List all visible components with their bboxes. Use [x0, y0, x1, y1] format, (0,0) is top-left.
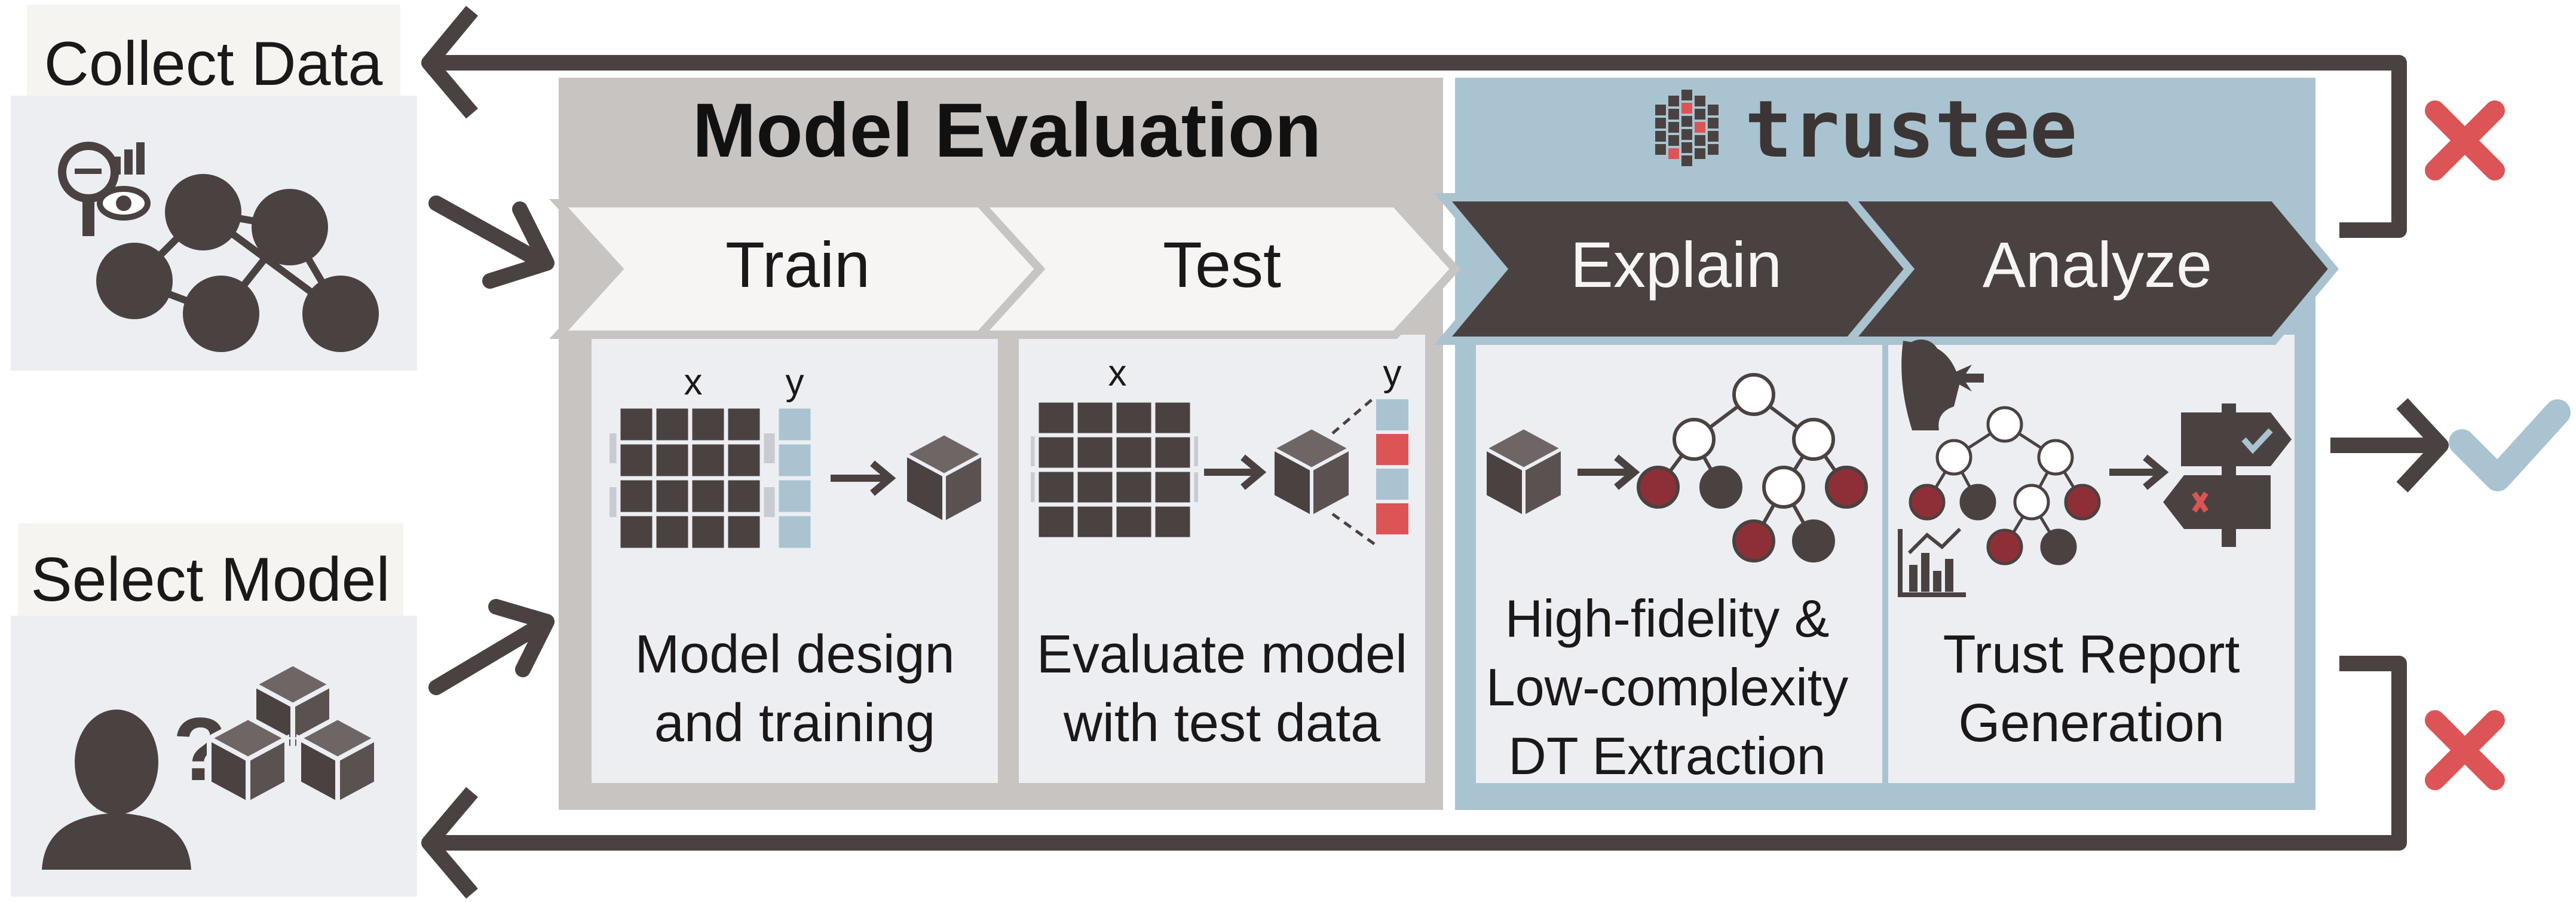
top-feedback-arrowhead: [421, 5, 479, 119]
analyze-desc-line2: Generation: [1958, 693, 2224, 753]
analyze-chevron-label: Analyze: [1983, 228, 2212, 301]
collect-to-train-arrowhead: [482, 201, 555, 289]
select-to-train-arrow: [428, 614, 555, 695]
select-model-label: Select Model: [30, 545, 390, 614]
analyze-illustration: Trust Report Generation: [1898, 340, 2292, 753]
collect-to-train-arrow: [428, 195, 552, 271]
model-cubes-icon: [204, 661, 382, 808]
test-illustration: x y: [1031, 353, 1412, 753]
entry-arrows: [428, 195, 555, 695]
model-evaluation-title: Model Evaluation: [693, 88, 1322, 173]
train-desc-line1: Model design: [635, 625, 954, 684]
reject-x-icon-top: [2425, 100, 2505, 181]
test-feature-matrix-icon: [1031, 398, 1198, 542]
network-graph-icon: [96, 174, 379, 352]
decision-tree-icon: [1637, 373, 1868, 562]
explain-model-cube-icon: [1481, 425, 1567, 521]
select-to-train-arrowhead: [488, 599, 555, 677]
data-analytics-icon: [58, 142, 151, 236]
test-desc-line1: Evaluate model: [1037, 625, 1407, 684]
test-model-cube-icon: [1269, 425, 1355, 521]
bottom-feedback-line: [436, 656, 2407, 851]
train-chevron-label: Train: [725, 228, 870, 301]
pipeline-chevrons: Train Test Explain Analyze: [549, 193, 2339, 345]
explain-desc-line2: Low-complexity: [1486, 658, 1848, 717]
analyze-arrow: [2109, 454, 2169, 490]
test-x-label: x: [1108, 353, 1127, 394]
trustee-brand-text: trustee: [1745, 84, 2077, 176]
test-chevron-label: Test: [1163, 228, 1281, 301]
test-chevron[interactable]: [970, 199, 1461, 339]
test-desc-line2: with test data: [1063, 693, 1381, 753]
train-x-label: x: [684, 362, 703, 403]
explain-chevron-label: Explain: [1570, 228, 1782, 301]
person-icon: [42, 710, 191, 870]
bottom-feedback-arrowhead: [421, 787, 478, 899]
analyst-head-icon: [1901, 340, 1984, 430]
explain-illustration: High-fidelity & Low-complexity DT Extrac…: [1481, 373, 1868, 785]
train-model-cube-icon: [901, 431, 987, 527]
report-chart-icon: [1898, 527, 1966, 597]
collect-data-label: Collect Data: [44, 29, 383, 99]
accept-check-icon: [2449, 399, 2571, 491]
explain-desc-line3: DT Extraction: [1508, 726, 1825, 785]
explain-desc-line1: High-fidelity &: [1505, 589, 1830, 648]
success-arrowhead: [2396, 398, 2449, 493]
train-desc-line2: and training: [654, 693, 935, 753]
top-feedback-line: [436, 55, 2407, 238]
train-arrow: [831, 460, 896, 496]
signpost-icon: [2163, 403, 2292, 547]
train-feature-matrix-icon: [609, 404, 815, 552]
train-y-label: y: [786, 362, 804, 403]
feedback-loops: [421, 5, 2449, 899]
test-y-label: y: [1383, 353, 1402, 394]
analyze-decision-tree-icon: [1909, 406, 2101, 565]
test-arrow: [1204, 454, 1267, 490]
analyze-desc-line1: Trust Report: [1943, 625, 2240, 684]
trustee-logo-icon: [1655, 90, 1719, 166]
reject-x-icon-bottom: [2425, 710, 2505, 790]
train-illustration: x y Model design and traini: [609, 362, 987, 753]
explain-arrow: [1578, 454, 1640, 490]
analyze-chevron[interactable]: [1840, 193, 2339, 345]
test-prediction-column-icon: [1331, 396, 1412, 546]
collect-data-block: Collect Data: [11, 5, 417, 371]
select-model-block: Select Model ?: [11, 523, 417, 897]
